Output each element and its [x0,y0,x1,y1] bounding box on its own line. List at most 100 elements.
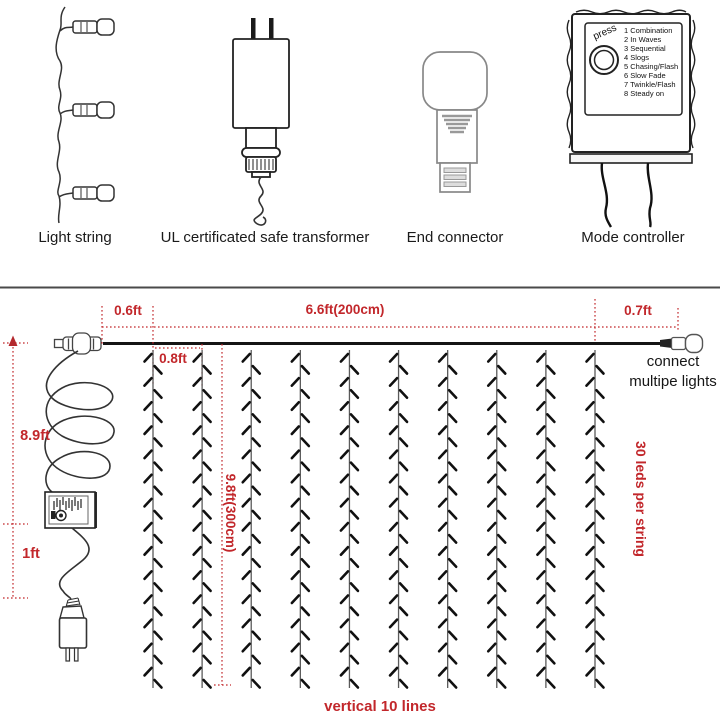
led-tick [241,425,252,436]
led-tick [251,582,262,593]
led-tick [143,497,153,508]
led-tick [486,642,497,653]
led-tick [437,666,448,677]
led-tick [192,618,202,629]
led-tick [447,388,458,400]
led-tick [546,413,556,424]
led-tick [202,509,212,520]
led-tick [290,352,301,363]
led-tick [447,533,458,544]
connect-note-line2: multipe lights [629,373,717,390]
led-tick [300,533,311,544]
led-tick [202,461,212,472]
led-tick [290,521,301,532]
led-tick [241,570,252,581]
led-tick [300,606,311,617]
transformer-cord [253,176,267,226]
light-string-label: Light string [38,229,112,246]
controller-wires [600,162,653,228]
led-tick [339,666,350,677]
led-tick [496,413,507,424]
led-tick [241,642,252,653]
led-tick [536,400,546,412]
led-tick [339,545,350,556]
led-tick [251,509,262,520]
led-tick [496,388,507,400]
led-tick [192,497,202,508]
led-tick [290,666,301,677]
led-tick [398,461,409,472]
dim-cord-length: 8.9ft [20,428,50,444]
mode-item: 2 In Waves [624,35,662,44]
dim-lines-note: vertical 10 lines [324,698,436,715]
led-tick [349,533,360,544]
led-tick [536,545,546,556]
led-tick [585,376,595,387]
led-tick [486,594,497,605]
led-tick [536,352,546,363]
led-tick [437,642,448,653]
led-tick [536,521,546,532]
led-tick [339,352,350,363]
led-tick [290,497,301,508]
led-tick [536,570,546,581]
led-tick [585,545,595,556]
led-tick [349,630,360,641]
led-tick [447,557,458,569]
led-tick [496,533,507,544]
led-tick [251,461,262,472]
led-tick [300,388,311,400]
led-tick [339,570,350,581]
led-tick [496,557,507,569]
led-tick [143,400,153,412]
led-tick [437,497,448,508]
led-tick [437,521,448,532]
led-tick [153,461,163,472]
led-tick [398,388,409,400]
led-tick [595,461,605,472]
led-tick [300,630,311,641]
transformer-label: UL certificated safe transformer [160,229,370,246]
led-tick [192,594,202,605]
led-tick [153,437,163,448]
led-tick [143,570,153,581]
led-tick [398,630,409,641]
led-tick [300,485,311,496]
led-tick [486,400,497,412]
mode-item: 3 Sequential [624,44,666,53]
led-tick [398,509,409,520]
led-tick [536,376,546,387]
led-tick [595,630,605,641]
led-tick [349,557,360,569]
led-tick [388,352,399,363]
led-tick [290,570,301,581]
led-tick [290,594,301,605]
dim-plug-lead: 1ft [22,546,40,562]
led-tick [437,594,448,605]
led-tick [143,618,153,629]
led-tick [192,376,202,387]
dim-drop-spacing: 0.8ft [159,351,187,366]
led-tick [486,545,497,556]
led-tick [398,364,409,375]
led-tick [496,509,507,520]
led-tick [536,425,546,436]
led-tick [486,666,497,677]
led-tick [536,449,546,460]
led-tick [192,666,202,677]
led-tick [153,630,163,641]
led-tick [536,497,546,508]
led-tick [496,606,507,617]
led-tick [300,678,311,689]
led-tick [388,449,399,460]
led-tick [153,364,163,375]
led-tick [546,437,556,448]
led-tick [486,425,497,436]
led-tick [251,678,262,689]
led-tick [349,437,360,448]
connect-note: connect multipe lights [626,352,720,392]
led-tick [192,642,202,653]
led-tick [398,654,409,665]
led-tick [447,509,458,520]
